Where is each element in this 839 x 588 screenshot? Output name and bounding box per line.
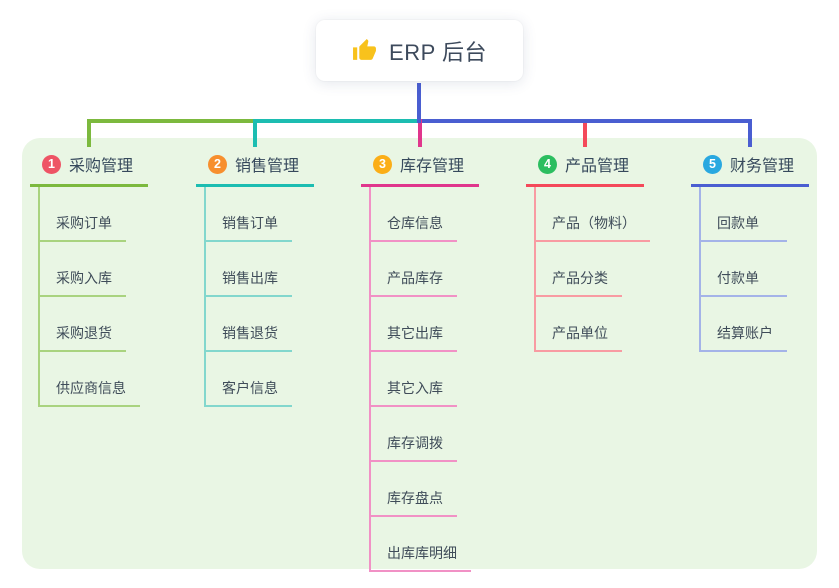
- child-node[interactable]: 库存调拨: [371, 407, 457, 462]
- branch-title-node[interactable]: 3 库存管理: [361, 148, 479, 187]
- branch-title-node[interactable]: 5 财务管理: [691, 148, 809, 187]
- branch-5: 5 财务管理 回款单付款单结算账户: [691, 148, 839, 352]
- branch-title-label: 采购管理: [69, 158, 134, 175]
- child-node[interactable]: 客户信息: [206, 352, 292, 407]
- branch-title-label: 销售管理: [235, 158, 300, 175]
- child-node[interactable]: 采购退货: [40, 297, 126, 352]
- child-node[interactable]: 销售退货: [206, 297, 292, 352]
- child-node[interactable]: 销售订单: [206, 187, 292, 242]
- branch-title-node[interactable]: 4 产品管理: [526, 148, 644, 187]
- child-node[interactable]: 产品分类: [536, 242, 622, 297]
- child-node[interactable]: 其它出库: [371, 297, 457, 352]
- root-node-label: ERP 后台: [389, 39, 487, 65]
- child-node[interactable]: 结算账户: [701, 297, 787, 352]
- child-node[interactable]: 库存盘点: [371, 462, 457, 517]
- branch-number-badge: 2: [208, 154, 227, 174]
- child-node[interactable]: 出库库明细: [371, 517, 471, 572]
- branch-4: 4 产品管理 产品（物料）产品分类产品单位: [526, 148, 686, 352]
- branch-children: 销售订单销售出库销售退货客户信息: [204, 187, 292, 407]
- branch-title-label: 库存管理: [400, 158, 465, 175]
- branch-3: 3 库存管理 仓库信息产品库存其它出库其它入库库存调拨库存盘点出库库明细: [361, 148, 521, 572]
- branch-children: 产品（物料）产品分类产品单位: [534, 187, 650, 352]
- branch-children: 回款单付款单结算账户: [699, 187, 787, 352]
- branch-2: 2 销售管理 销售订单销售出库销售退货客户信息: [196, 148, 356, 407]
- branch-title-label: 财务管理: [730, 158, 795, 175]
- branch-number-badge: 3: [373, 154, 392, 174]
- child-node[interactable]: 供应商信息: [40, 352, 140, 407]
- child-node[interactable]: 销售出库: [206, 242, 292, 297]
- branch-title-node[interactable]: 2 销售管理: [196, 148, 314, 187]
- child-node[interactable]: 回款单: [701, 187, 787, 242]
- child-node[interactable]: 采购入库: [40, 242, 126, 297]
- child-node[interactable]: 其它入库: [371, 352, 457, 407]
- mindmap-panel: [22, 138, 817, 569]
- child-node[interactable]: 采购订单: [40, 187, 126, 242]
- child-node[interactable]: 产品（物料）: [536, 187, 650, 242]
- branch-number-badge: 4: [538, 154, 557, 174]
- branch-number-badge: 5: [703, 154, 722, 174]
- child-node[interactable]: 产品库存: [371, 242, 457, 297]
- branch-title-node[interactable]: 1 采购管理: [30, 148, 148, 187]
- branch-number-badge: 1: [42, 154, 61, 174]
- child-node[interactable]: 付款单: [701, 242, 787, 297]
- child-node[interactable]: 产品单位: [536, 297, 622, 352]
- branch-children: 采购订单采购入库采购退货供应商信息: [38, 187, 140, 407]
- child-node[interactable]: 仓库信息: [371, 187, 457, 242]
- thumbs-up-icon: [352, 38, 377, 63]
- branch-children: 仓库信息产品库存其它出库其它入库库存调拨库存盘点出库库明细: [369, 187, 471, 572]
- root-node-erp[interactable]: ERP 后台: [316, 20, 523, 81]
- branch-1: 1 采购管理 采购订单采购入库采购退货供应商信息: [30, 148, 190, 407]
- branch-title-label: 产品管理: [565, 158, 630, 175]
